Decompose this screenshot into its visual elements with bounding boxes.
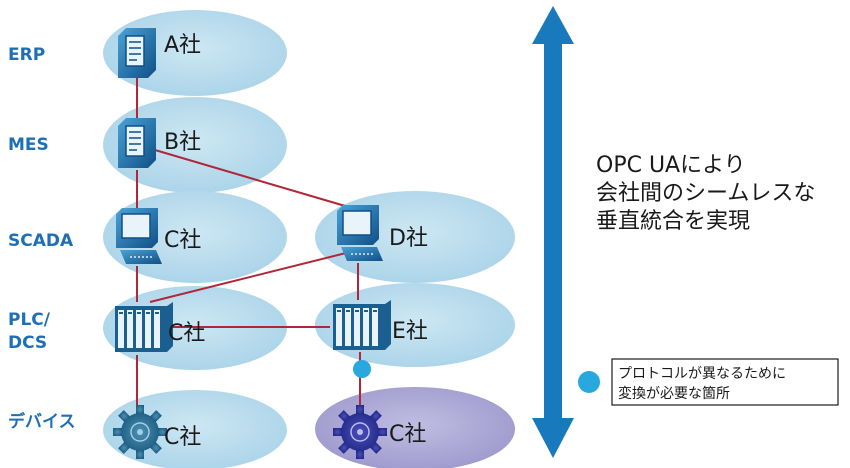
level-label-erp: ERP xyxy=(8,45,45,65)
node-label-c-plc: C社 xyxy=(168,321,205,346)
server-icon-b xyxy=(118,118,156,168)
legend-marker xyxy=(578,371,600,393)
level-label-device: デバイス xyxy=(8,411,76,432)
gear-icon-right xyxy=(333,405,387,459)
conversion-marker xyxy=(353,360,371,378)
node-label-d: D社 xyxy=(389,226,428,251)
link-d-plc xyxy=(149,251,351,303)
computer-icon-c xyxy=(116,208,162,264)
plc-rack-icon-e xyxy=(333,300,391,350)
gear-icon-left xyxy=(113,405,167,459)
node-label-c-device-right: C社 xyxy=(389,422,426,447)
legend-box xyxy=(611,358,839,406)
node-label-c-scada: C社 xyxy=(164,228,201,253)
level-label-scada: SCADA xyxy=(8,231,74,251)
level-label-plc: PLC/ xyxy=(8,310,51,330)
connections xyxy=(136,75,361,410)
level-label-dcs: DCS xyxy=(8,333,47,353)
node-label-c-device-left: C社 xyxy=(164,425,201,450)
side-note-line2: 会社間のシームレスな xyxy=(596,181,815,206)
legend-line1: プロトコルが異なるために xyxy=(618,366,786,382)
node-label-a: A社 xyxy=(164,33,201,58)
side-note-line1: OPC UAにより xyxy=(596,153,746,178)
side-note-line3: 垂直統合を実現 xyxy=(596,209,750,234)
legend-line2: 変換が必要な箇所 xyxy=(618,385,730,402)
computer-icon-d xyxy=(337,205,383,261)
server-icon-a xyxy=(118,28,156,78)
link-b-d xyxy=(154,149,353,209)
level-label-mes: MES xyxy=(8,135,49,155)
vertical-integration-arrow xyxy=(532,6,574,458)
plc-rack-icon-c xyxy=(115,302,173,352)
node-label-b: B社 xyxy=(164,130,201,155)
node-label-e: E社 xyxy=(392,319,428,344)
